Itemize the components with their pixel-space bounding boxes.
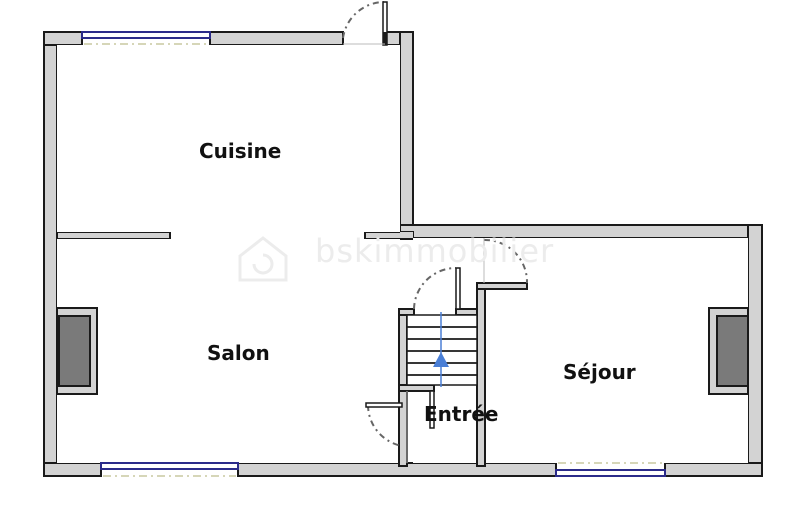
wall-bottom-left <box>43 462 102 477</box>
window-cuisine-top <box>81 31 211 45</box>
wall-exterior-right <box>747 224 763 477</box>
wall-exterior-left <box>43 31 58 477</box>
wall-top-middle <box>209 31 344 46</box>
room-label-entree: Entrée <box>424 402 499 426</box>
wall-join <box>400 232 413 238</box>
wall-stair-right <box>476 282 486 467</box>
stair-up-arrow-icon <box>433 352 449 367</box>
watermark-text: bskimmobilier <box>315 232 555 270</box>
chimney-right <box>708 307 749 395</box>
wall-bottom-middle <box>237 462 557 477</box>
wall-cuisine-right <box>399 31 414 233</box>
chimney-left <box>56 307 98 395</box>
wall-bottom-right <box>664 462 763 477</box>
cuisine-floor <box>57 45 400 232</box>
wall-partition-left <box>56 231 171 240</box>
door-cuisine-exterior <box>342 1 388 46</box>
staircase <box>406 312 478 387</box>
door-sejour <box>483 238 529 284</box>
room-label-sejour: Séjour <box>563 360 636 384</box>
wall-stair-bottom <box>398 384 435 392</box>
wall-top-left <box>43 31 83 46</box>
room-label-salon: Salon <box>207 341 270 365</box>
salon-floor <box>57 239 400 463</box>
wall-sejour-door-stub <box>476 282 528 290</box>
watermark-logo-icon <box>238 236 288 282</box>
door-entree <box>365 390 435 463</box>
window-sejour-bottom <box>555 462 666 477</box>
wall-stair-top-left <box>398 308 415 316</box>
room-label-cuisine: Cuisine <box>199 139 282 163</box>
window-salon-bottom <box>100 462 239 477</box>
door-stair <box>413 267 461 310</box>
